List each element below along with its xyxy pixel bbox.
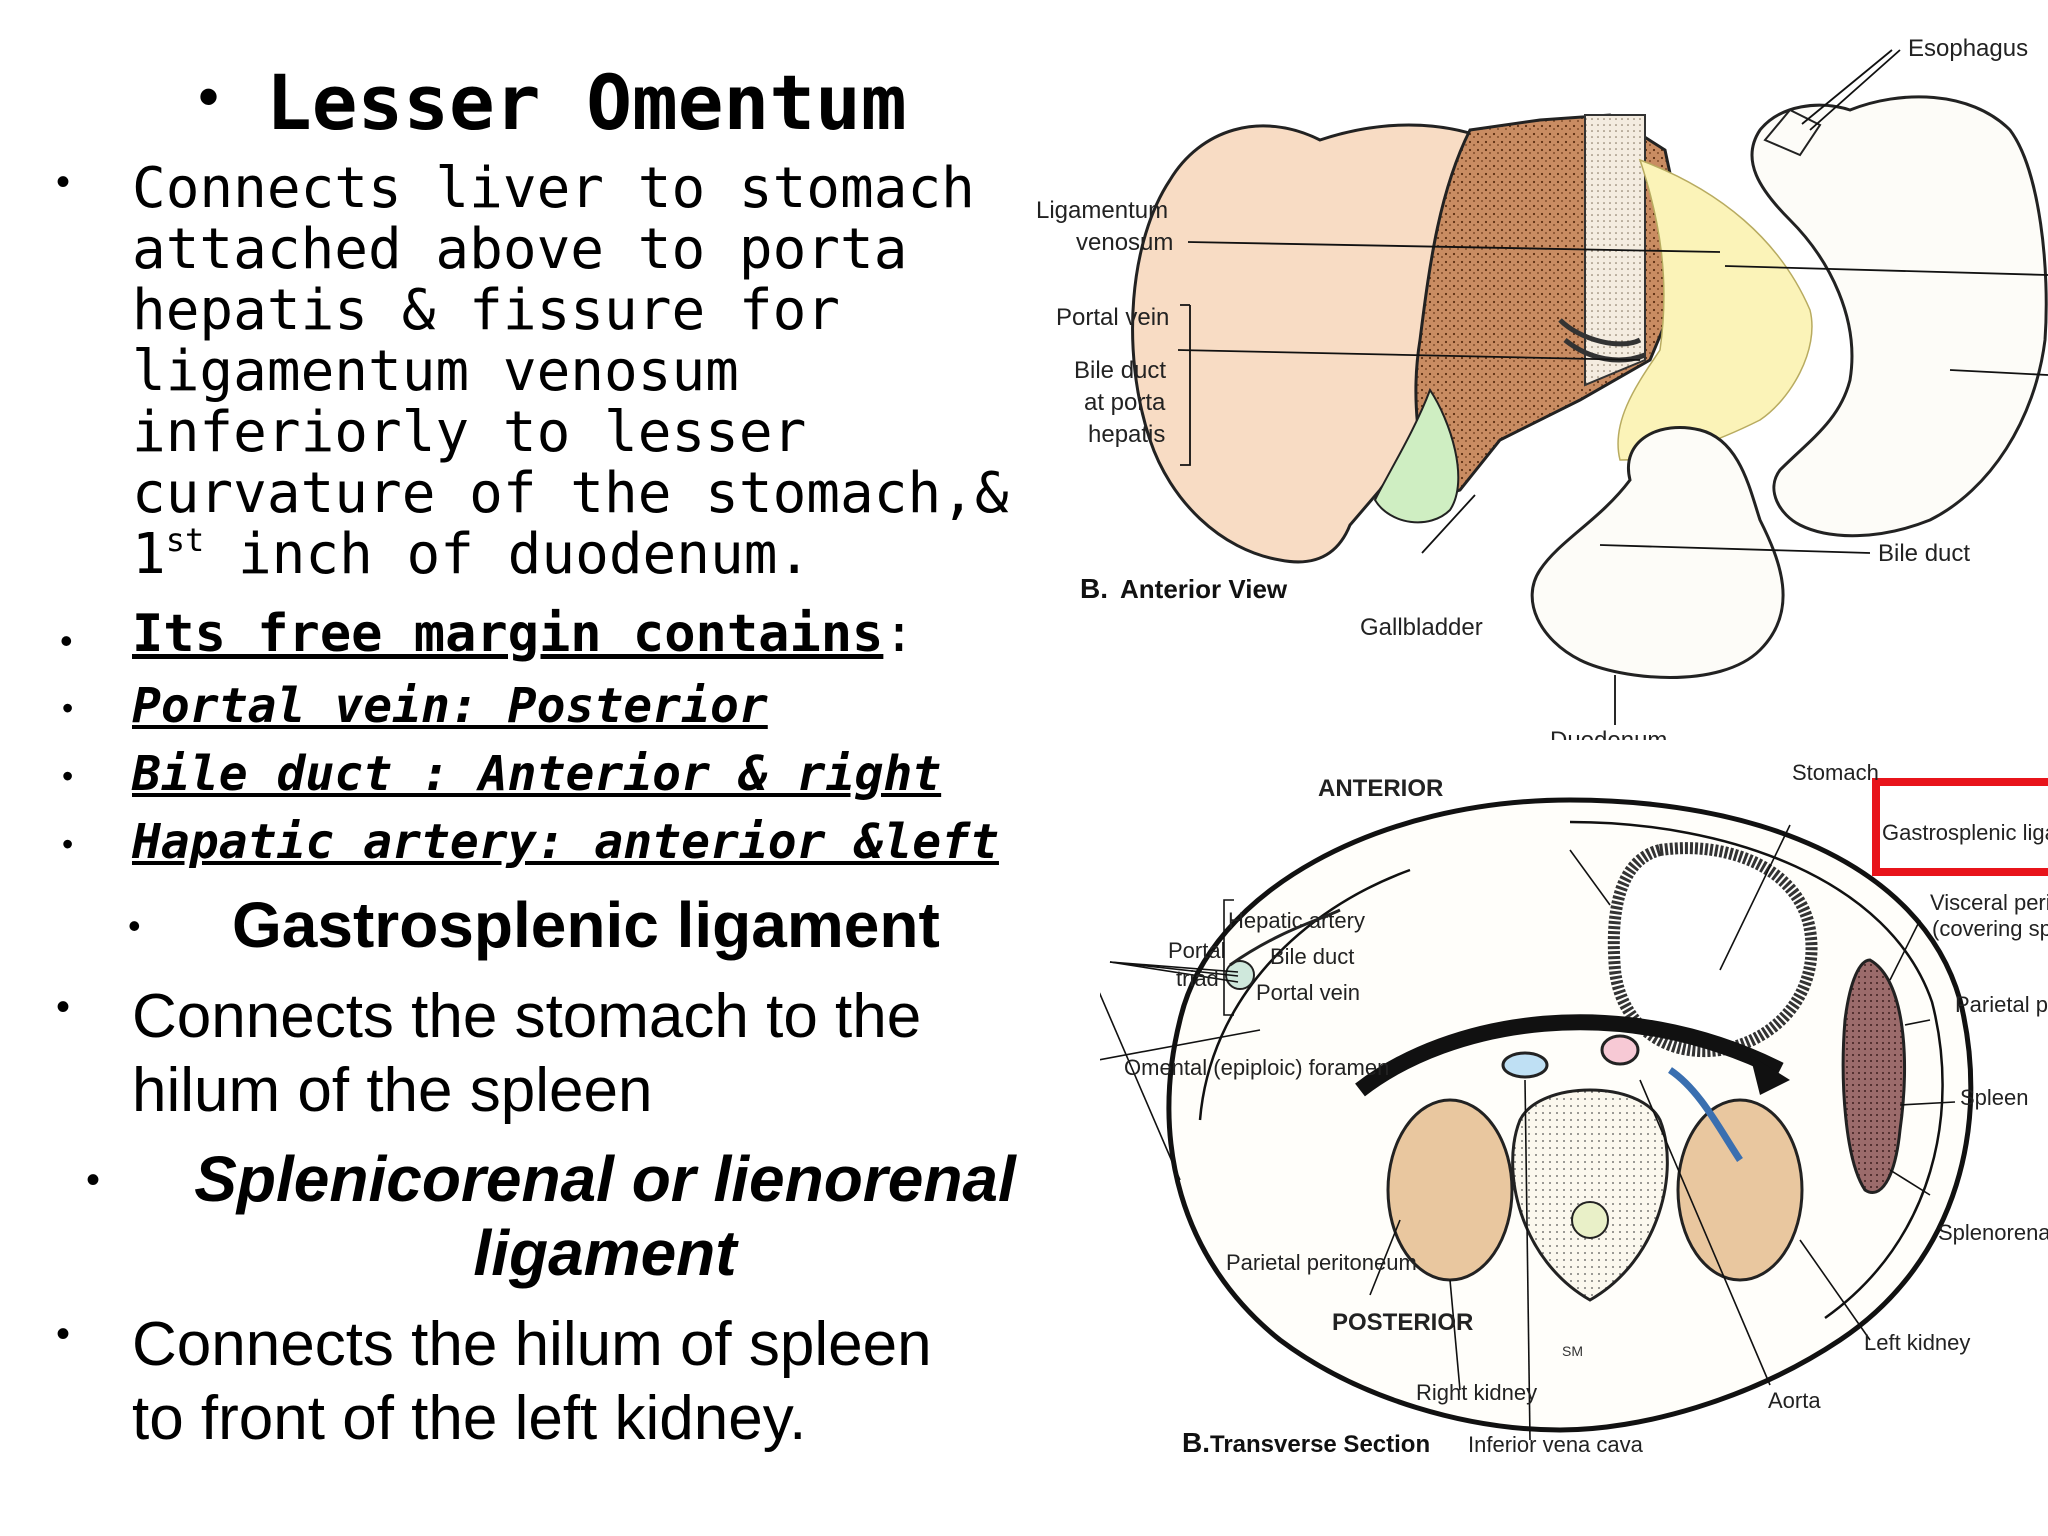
aorta-section [1600, 1034, 1640, 1066]
desc-line: to front of the left kidney. [132, 1384, 807, 1453]
splenorenal-description: Connects the hilum of spleen to front of… [132, 1308, 932, 1456]
bile-duct-item: Bile duct : Anterior & right [132, 746, 942, 802]
lesser-sac-arrow [1355, 1014, 1784, 1097]
visceral-label-1: Visceral perito [1930, 890, 2048, 915]
free-margin-heading: Its free margin contains: [132, 604, 915, 664]
splenorenal-title: Splenicorenal or lienorenal ligament [150, 1142, 1060, 1290]
sm-initials: SM [1562, 1343, 1583, 1359]
omental-foramen-label: Omental (epiploic) foramen [1124, 1055, 1389, 1080]
posterior-label: POSTERIOR [1332, 1309, 1473, 1336]
free-margin-text: Its free margin contains [132, 604, 884, 664]
portal-vein-label: Portal vein [1056, 304, 1169, 331]
portal-label: Portal [1168, 938, 1225, 963]
anterior-caption-text: Anterior View [1120, 574, 1288, 604]
title-bullet: • [198, 63, 220, 130]
transverse-caption-text: Transverse Section [1210, 1431, 1430, 1458]
triad-label: triad [1176, 966, 1219, 991]
desc-line: Connects liver to stomach [132, 156, 975, 221]
desc-line: 1st inch of duodenum. [132, 524, 1009, 585]
left-kidney-section [1676, 1098, 1804, 1282]
splenorenal-desc-bullet: • [56, 1312, 71, 1356]
desc-line: curvature of the stomach,& [132, 461, 1009, 526]
desc-line: hilum of the spleen [132, 1056, 653, 1125]
item-bullet: • [62, 758, 74, 794]
gastrosplenic-highlight-box [1872, 778, 2048, 876]
splenic-vein [1667, 1067, 1743, 1162]
anterior-caption-letter: B. [1080, 573, 1108, 604]
portal-vein-item: Portal vein: Posterior [132, 678, 768, 734]
duodenum-label: Duodenum [1550, 727, 1667, 740]
splenorenal-fig-label: Splenorenal li [1938, 1220, 2048, 1245]
gallbladder-shape [1373, 387, 1460, 524]
lig-venosum-label-1: Ligamentum [1036, 197, 1168, 224]
title-line: Splenicorenal or lienorenal [194, 1143, 1016, 1215]
gallbladder-label: Gallbladder [1360, 614, 1483, 641]
free-margin-colon: : [883, 604, 915, 664]
desc-line: Connects the stomach to the [132, 982, 922, 1051]
vertebra-section [1511, 1088, 1669, 1302]
ivc-section [1501, 1051, 1549, 1079]
portal-vein-fig-label: Portal vein [1256, 980, 1360, 1005]
stomach-section [1607, 842, 1818, 1058]
anterior-view-figure: Esophagus Ligamentum venosum Portal vein… [1036, 35, 2048, 740]
visceral-label-2: (covering splee [1932, 916, 2048, 941]
bile-duct-porta-label-1: Bile duct [1074, 357, 1166, 384]
gastrosplenic-desc-bullet: • [56, 985, 71, 1029]
desc-number: 1 [132, 522, 166, 587]
duodenum-shape [1530, 425, 1785, 679]
transverse-caption-letter: B. [1182, 1427, 1210, 1458]
item-bullet: • [62, 690, 74, 726]
lesser-omentum-title: Lesser Omentum [266, 58, 907, 147]
parietal-peri-label: Parietal peri [1955, 992, 2048, 1017]
bile-duct-label: Bile duct [1878, 540, 1970, 567]
bile-duct-porta-label-2: at porta [1084, 389, 1166, 416]
item-bullet: • [62, 826, 74, 862]
leader-lines [1177, 49, 2048, 725]
title-line: ligament [473, 1217, 737, 1289]
desc-sup: st [165, 521, 205, 559]
desc-rest: inch of duodenum. [204, 522, 812, 587]
desc-line: ligamentum venosum [132, 339, 739, 404]
gastrosplenic-fig-label: Gastrosplenic ligame [1882, 820, 2048, 845]
desc-line: Connects the hilum of spleen [132, 1310, 932, 1379]
desc-line: attached above to porta [132, 217, 908, 282]
gastrosplenic-description: Connects the stomach to the hilum of the… [132, 980, 921, 1128]
splenorenal-bullet: • [86, 1158, 101, 1202]
desc-bullet: • [56, 160, 71, 204]
hepatic-artery-fig-label: Hepatic artery [1228, 908, 1365, 933]
desc-line: hepatis & fissure for [132, 278, 841, 343]
transverse-left-labels: Portal triad Hepatic artery Bile duct Po… [1124, 899, 1430, 1458]
anterior-label: ANTERIOR [1318, 775, 1443, 802]
lesser-omentum-description: Connects liver to stomach attached above… [132, 158, 1009, 585]
left-kidney-fig-label: Left kidney [1864, 1330, 1970, 1355]
bile-duct-fig-label: Bile duct [1270, 944, 1354, 969]
parietal-peritoneum-label: Parietal peritoneum [1226, 1250, 1417, 1275]
lig-venosum-label-2: venosum [1076, 229, 1173, 256]
leader-lines [1100, 824, 1956, 1441]
spleen-fig-label: Spleen [1960, 1085, 2029, 1110]
transverse-section-figure: Gastrosplenic ligame ANTERIOR Stomach Vi… [1100, 760, 2048, 1457]
bile-duct-porta-label-3: hepatis [1088, 421, 1165, 448]
gastrosplenic-title: Gastrosplenic ligament [232, 889, 940, 961]
desc-line: inferiorly to lesser [132, 400, 807, 465]
esophagus-label: Esophagus [1908, 35, 2028, 62]
right-kidney-fig-label: Right kidney [1416, 1380, 1537, 1405]
peritoneum-inner [1569, 820, 1944, 1320]
stomach-fig-label: Stomach [1792, 760, 1879, 785]
aorta-fig-label: Aorta [1768, 1388, 1821, 1413]
hepatic-artery-item: Hapatic artery: anterior &left [132, 814, 999, 870]
ivc-fig-label: Inferior vena cava [1468, 1432, 1644, 1457]
spleen-section [1841, 958, 1907, 1194]
gastrosplenic-bullet: • [128, 905, 141, 946]
free-margin-bullet: • [60, 620, 73, 661]
stomach-shape [1750, 95, 2048, 538]
